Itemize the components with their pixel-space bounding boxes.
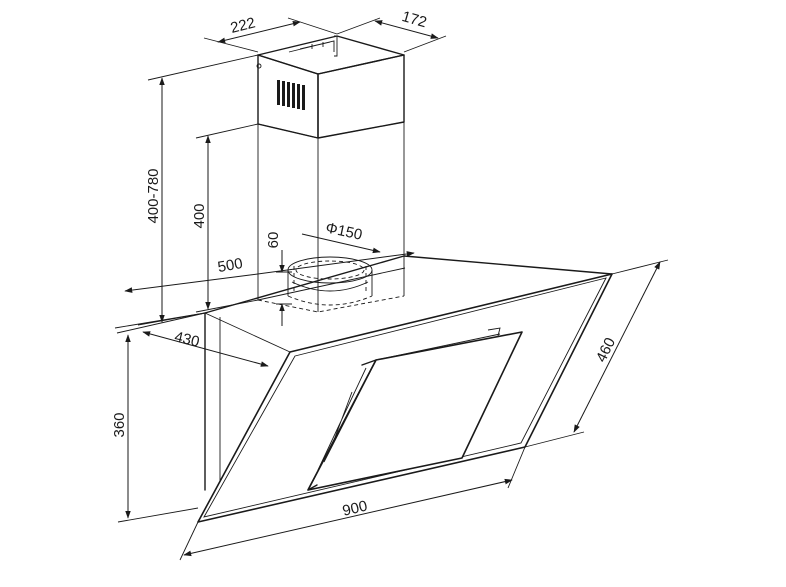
label-glass-depth: 460 xyxy=(593,335,619,365)
label-chimney-height-range: 400-780 xyxy=(145,168,162,223)
vent-slots xyxy=(277,80,305,110)
label-width: 900 xyxy=(341,498,369,520)
lower-chimney xyxy=(257,121,405,313)
label-collar-height: 60 xyxy=(265,232,282,249)
dimension-labels: 222 172 400-780 400 60 Φ150 500 430 360 … xyxy=(111,8,619,520)
label-chimney-width: 222 xyxy=(229,14,257,37)
glass-panel xyxy=(197,273,613,523)
label-body-depth: 500 xyxy=(216,255,244,276)
label-chimney-lower-height: 400 xyxy=(191,203,208,228)
label-wall-depth: 430 xyxy=(173,329,201,351)
label-chimney-depth: 172 xyxy=(400,8,429,31)
label-body-height: 360 xyxy=(111,412,128,437)
upper-chimney xyxy=(256,35,405,139)
dimension-lines xyxy=(114,17,669,561)
